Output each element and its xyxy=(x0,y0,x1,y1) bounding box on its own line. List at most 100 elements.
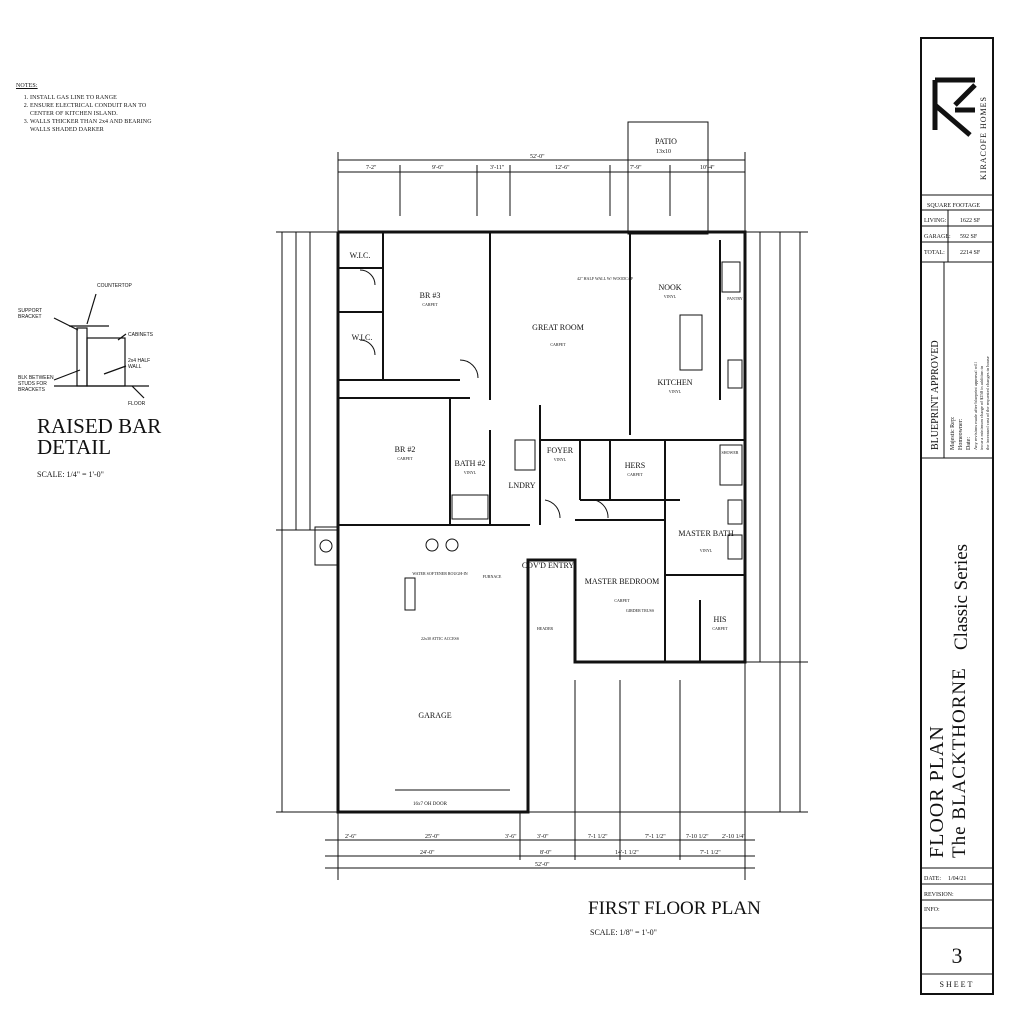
room-master-bedroom-floor: CARPET xyxy=(614,598,630,603)
plan-name: The BLACKTHORNE xyxy=(949,667,970,858)
dim-top: 10'-4" xyxy=(700,165,715,171)
kiracofe-logo-icon xyxy=(932,77,977,137)
note-item: INSTALL GAS LINE TO RANGE xyxy=(30,94,165,102)
dim-bottom: 3'-0" xyxy=(537,834,549,840)
washer xyxy=(514,439,536,471)
sqft-row-label: TOTAL: xyxy=(924,250,945,256)
dim-overall-top: 52'-0" xyxy=(530,154,545,160)
detail-floor-label: FLOOR xyxy=(128,401,146,407)
dim-bottom2: 7'-1 1/2" xyxy=(700,850,721,856)
approval-line: Any revisions made after blueprint appro… xyxy=(973,362,978,450)
revision-label: REVISION: xyxy=(924,892,954,898)
plan-title: FIRST FLOOR PLAN xyxy=(588,898,761,919)
room-br2: BR #2 xyxy=(395,445,416,454)
room-nook-floor: VINYL xyxy=(664,294,677,299)
furnace-note: FURNACE xyxy=(483,574,502,579)
half-wall-note: 42" HALF WALL W/ WOODCAP xyxy=(577,276,634,281)
sqft-row-value: 1622 SF xyxy=(960,218,981,224)
notes-heading: NOTES: xyxy=(16,83,38,89)
dim-bottom: 7-1 1/2" xyxy=(588,834,608,840)
floor-plan-label: FLOOR PLAN xyxy=(926,725,948,858)
company-name: KIRACOFE HOMES xyxy=(979,96,988,180)
garage-door: 16x7 OH DOOR xyxy=(413,802,448,807)
furnace-circle xyxy=(445,538,459,552)
sqft-row-value: 2214 SF xyxy=(960,250,981,256)
room-his-floor: CARPET xyxy=(712,626,728,631)
room-hers-floor: CARPET xyxy=(627,472,643,477)
header-note: HEADER xyxy=(537,626,554,631)
room-his: HIS xyxy=(714,615,727,624)
sqft-row-label: GARAGE: xyxy=(924,234,951,240)
info-label: INFO: xyxy=(924,907,940,913)
room-hers: HERS xyxy=(625,461,645,470)
girder-note: GIRDER TRUSS xyxy=(626,608,654,613)
dim-bottom: 3'-6" xyxy=(505,834,517,840)
master-vanity-1 xyxy=(727,499,743,525)
sheet-number: 3 xyxy=(952,943,963,968)
room-kitchen-floor: VINYL xyxy=(669,389,682,394)
title-block-frame xyxy=(920,37,994,995)
room-br3: BR #3 xyxy=(420,291,441,300)
room-foyer: FOYER xyxy=(547,446,574,455)
detail-scale: SCALE: 1/4" = 1'-0" xyxy=(37,470,104,479)
dim-bottom: 7-10 1/2" xyxy=(686,834,709,840)
sheet-label: SHEET xyxy=(940,980,975,989)
room-bath2: BATH #2 xyxy=(455,459,486,468)
patio-size: 13x10 xyxy=(656,149,671,155)
dim-top: 3'-11" xyxy=(490,165,505,171)
dim-bottom: 2'-10 1/4" xyxy=(722,834,746,840)
room-bath2-floor: VINYL xyxy=(464,470,477,475)
note-item: ENSURE ELECTRICAL CONDUIT RAN TO CENTER … xyxy=(30,102,155,118)
room-br3-floor: CARPET xyxy=(422,302,438,307)
blueprint-approved: BLUEPRINT APPROVED xyxy=(930,340,941,450)
water-heater xyxy=(425,538,439,552)
pantry-shelf xyxy=(721,261,741,293)
series-name: Classic Series xyxy=(951,544,972,650)
shower-note: SHOWER xyxy=(722,450,739,455)
room-great-room: GREAT ROOM xyxy=(532,323,584,332)
detail-cabinets-label: CABINETS xyxy=(128,332,154,338)
attic-access-note: 22x30 ATTIC ACCESS xyxy=(421,636,459,641)
approval-line: Majestic Rep: xyxy=(950,416,956,450)
approval-line: Homeowner: xyxy=(958,418,964,450)
room-master-bedroom: MASTER BEDROOM xyxy=(585,577,659,586)
ac-unit xyxy=(314,526,338,566)
dim-bottom2: 24'-0" xyxy=(420,850,435,856)
dim-top: 12'-6" xyxy=(555,165,570,171)
room-lndry: LNDRY xyxy=(508,481,535,490)
room-nook: NOOK xyxy=(658,283,681,292)
dim-bottom: 2'-6" xyxy=(345,834,357,840)
approval-line: the increased cost of the requested chan… xyxy=(985,356,990,450)
dim-top: 7'-9" xyxy=(630,165,642,171)
patio-outline xyxy=(627,121,709,235)
room-wic1: W.I.C. xyxy=(350,251,371,260)
dim-top: 7-2" xyxy=(366,165,377,171)
master-vanity-2 xyxy=(727,534,743,560)
room-foyer-floor: VINYL xyxy=(554,457,567,462)
plan-scale: SCALE: 1/8" = 1'-0" xyxy=(590,928,657,937)
kitchen-sink xyxy=(727,359,743,389)
notes-block: NOTES: INSTALL GAS LINE TO RANGE ENSURE … xyxy=(16,82,165,134)
dim-bottom2: 14'-1 1/2" xyxy=(615,850,639,856)
date-label: DATE: xyxy=(924,876,941,882)
dim-overall-bottom: 52'-0" xyxy=(535,862,550,868)
sqft-label: SQUARE FOOTAGE xyxy=(927,203,980,209)
raised-bar-detail-drawing xyxy=(53,293,149,399)
room-great-room-floor: CARPET xyxy=(550,342,566,347)
dim-bottom2: 8'-0" xyxy=(540,850,552,856)
water-softener-note: WATER SOFTENER ROUGH-IN xyxy=(412,571,467,576)
kitchen-island xyxy=(679,314,703,371)
date-value: 1/04/21 xyxy=(948,876,966,882)
dim-bottom: 25'-0" xyxy=(425,834,440,840)
detail-blocking-label: BLK BETWEEN STUDS FOR BRACKETS xyxy=(18,375,54,393)
exterior-walls xyxy=(336,230,747,814)
detail-countertop-label: COUNTERTOP xyxy=(97,283,132,289)
attic-access xyxy=(404,577,416,611)
detail-half-wall-label: 2x4 HALF WALL xyxy=(128,358,151,370)
bathtub xyxy=(451,494,489,520)
patio-label: PATIO xyxy=(655,137,677,146)
dim-bottom: 7'-1 1/2" xyxy=(645,834,666,840)
approval-line: incur a minimum charge of $250 in additi… xyxy=(979,365,984,450)
